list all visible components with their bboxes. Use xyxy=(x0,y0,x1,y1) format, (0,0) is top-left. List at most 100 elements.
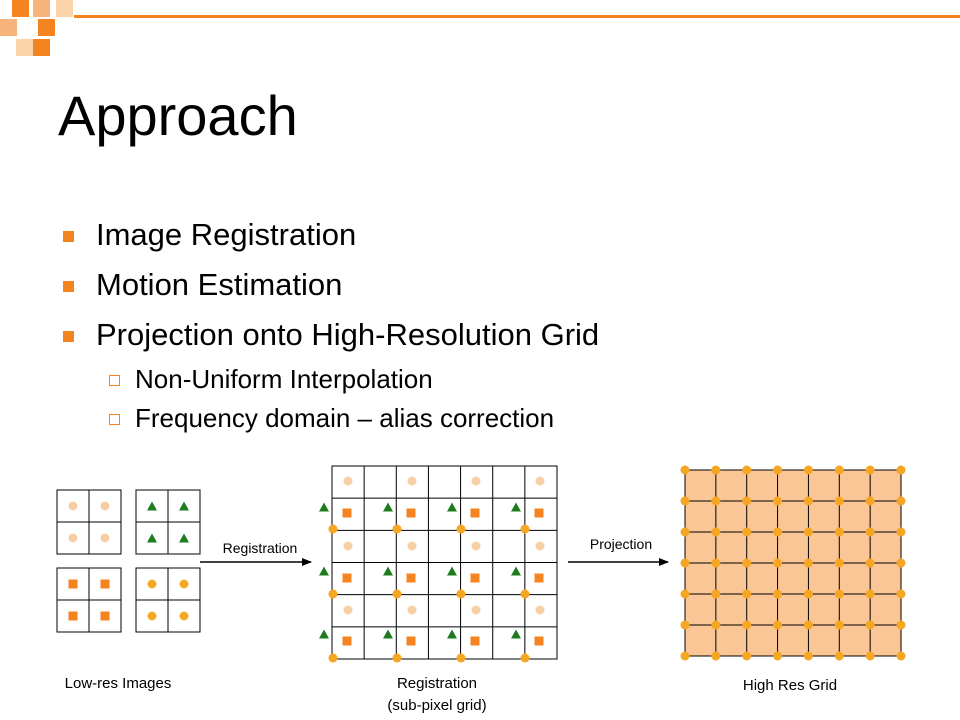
circle-marker xyxy=(896,496,906,506)
circle-marker xyxy=(834,558,844,568)
circle-marker xyxy=(896,558,906,568)
triangle-marker xyxy=(319,566,329,576)
square-marker xyxy=(470,508,480,518)
triangle-marker xyxy=(511,566,521,576)
circle-marker xyxy=(407,541,417,551)
circle-marker xyxy=(742,465,752,475)
circle-marker xyxy=(68,501,78,511)
circle-marker xyxy=(471,476,481,486)
circle-marker xyxy=(834,496,844,506)
circle-marker xyxy=(742,558,752,568)
low-res-image xyxy=(135,489,201,555)
circle-marker xyxy=(896,589,906,599)
sub-bullet-text: Non-Uniform Interpolation xyxy=(135,364,433,394)
circle-marker xyxy=(803,496,813,506)
circle-marker xyxy=(680,620,690,630)
circle-marker xyxy=(520,524,530,534)
square-marker xyxy=(406,573,416,583)
circle-marker xyxy=(896,465,906,475)
circle-marker xyxy=(711,589,721,599)
square-bullet-icon xyxy=(63,231,74,242)
circle-marker xyxy=(834,527,844,537)
triangle-marker xyxy=(511,629,521,639)
sub-pixel-grid-label: (sub-pixel grid) xyxy=(387,697,486,714)
high-res-label: High Res Grid xyxy=(743,677,837,694)
bullet-text: Projection onto High-Resolution Grid xyxy=(96,317,600,352)
triangle-marker xyxy=(383,502,393,512)
circle-marker xyxy=(392,524,402,534)
circle-marker xyxy=(803,527,813,537)
registration-arrow-label: Registration xyxy=(223,540,298,556)
triangle-marker xyxy=(447,502,457,512)
circle-marker xyxy=(742,496,752,506)
square-bullet-icon xyxy=(63,281,74,292)
square-marker xyxy=(342,508,352,518)
triangle-marker xyxy=(447,566,457,576)
triangle-marker xyxy=(511,502,521,512)
high-res-grid xyxy=(680,465,906,661)
circle-marker xyxy=(328,653,338,663)
circle-marker xyxy=(773,620,783,630)
registration-sub-pixel-grid xyxy=(319,465,558,663)
square-marker xyxy=(100,579,110,589)
circle-marker xyxy=(68,533,78,543)
circle-marker xyxy=(896,527,906,537)
circle-marker xyxy=(803,589,813,599)
circle-marker xyxy=(803,620,813,630)
bullet-text: Image Registration xyxy=(96,217,357,252)
circle-marker xyxy=(865,527,875,537)
circle-marker xyxy=(456,589,466,599)
sub-bullet-item: Non-Uniform Interpolation xyxy=(60,360,599,399)
circle-marker xyxy=(535,605,545,615)
sub-bullet-text: Frequency domain – alias correction xyxy=(135,403,555,433)
triangle-marker xyxy=(147,501,157,511)
circle-marker xyxy=(328,589,338,599)
circle-marker xyxy=(100,501,110,511)
circle-marker xyxy=(742,651,752,661)
circle-marker xyxy=(471,541,481,551)
triangle-marker xyxy=(383,629,393,639)
circle-marker xyxy=(535,541,545,551)
circle-marker xyxy=(456,524,466,534)
square-marker xyxy=(534,573,544,583)
header-rule xyxy=(74,15,960,18)
triangle-marker xyxy=(319,629,329,639)
circle-marker xyxy=(407,605,417,615)
circle-marker xyxy=(456,653,466,663)
circle-marker xyxy=(865,620,875,630)
page-title: Approach xyxy=(58,84,298,147)
bullet-item: Projection onto High-Resolution Grid xyxy=(60,310,599,360)
low-res-image xyxy=(135,567,201,633)
circle-marker xyxy=(680,651,690,661)
circle-marker xyxy=(520,653,530,663)
circle-marker xyxy=(680,589,690,599)
circle-marker xyxy=(147,579,157,589)
circle-marker xyxy=(834,465,844,475)
low-res-image xyxy=(56,489,122,555)
circle-marker xyxy=(711,527,721,537)
bullet-item: Motion Estimation xyxy=(60,260,599,310)
circle-marker xyxy=(471,605,481,615)
circle-marker xyxy=(100,533,110,543)
low-res-images xyxy=(56,489,201,633)
hollow-square-bullet-icon xyxy=(109,414,120,425)
triangle-marker xyxy=(383,566,393,576)
circle-marker xyxy=(343,476,353,486)
circle-marker xyxy=(711,620,721,630)
circle-marker xyxy=(773,558,783,568)
circle-marker xyxy=(711,465,721,475)
circle-marker xyxy=(834,620,844,630)
square-marker xyxy=(68,579,78,589)
circle-marker xyxy=(680,558,690,568)
triangle-marker xyxy=(319,502,329,512)
circle-marker xyxy=(803,465,813,475)
circle-marker xyxy=(179,611,189,621)
triangle-marker xyxy=(179,501,189,511)
circle-marker xyxy=(343,541,353,551)
low-res-image xyxy=(56,567,122,633)
square-marker xyxy=(534,508,544,518)
circle-marker xyxy=(803,558,813,568)
circle-marker xyxy=(742,589,752,599)
bullet-item: Image Registration xyxy=(60,210,599,260)
